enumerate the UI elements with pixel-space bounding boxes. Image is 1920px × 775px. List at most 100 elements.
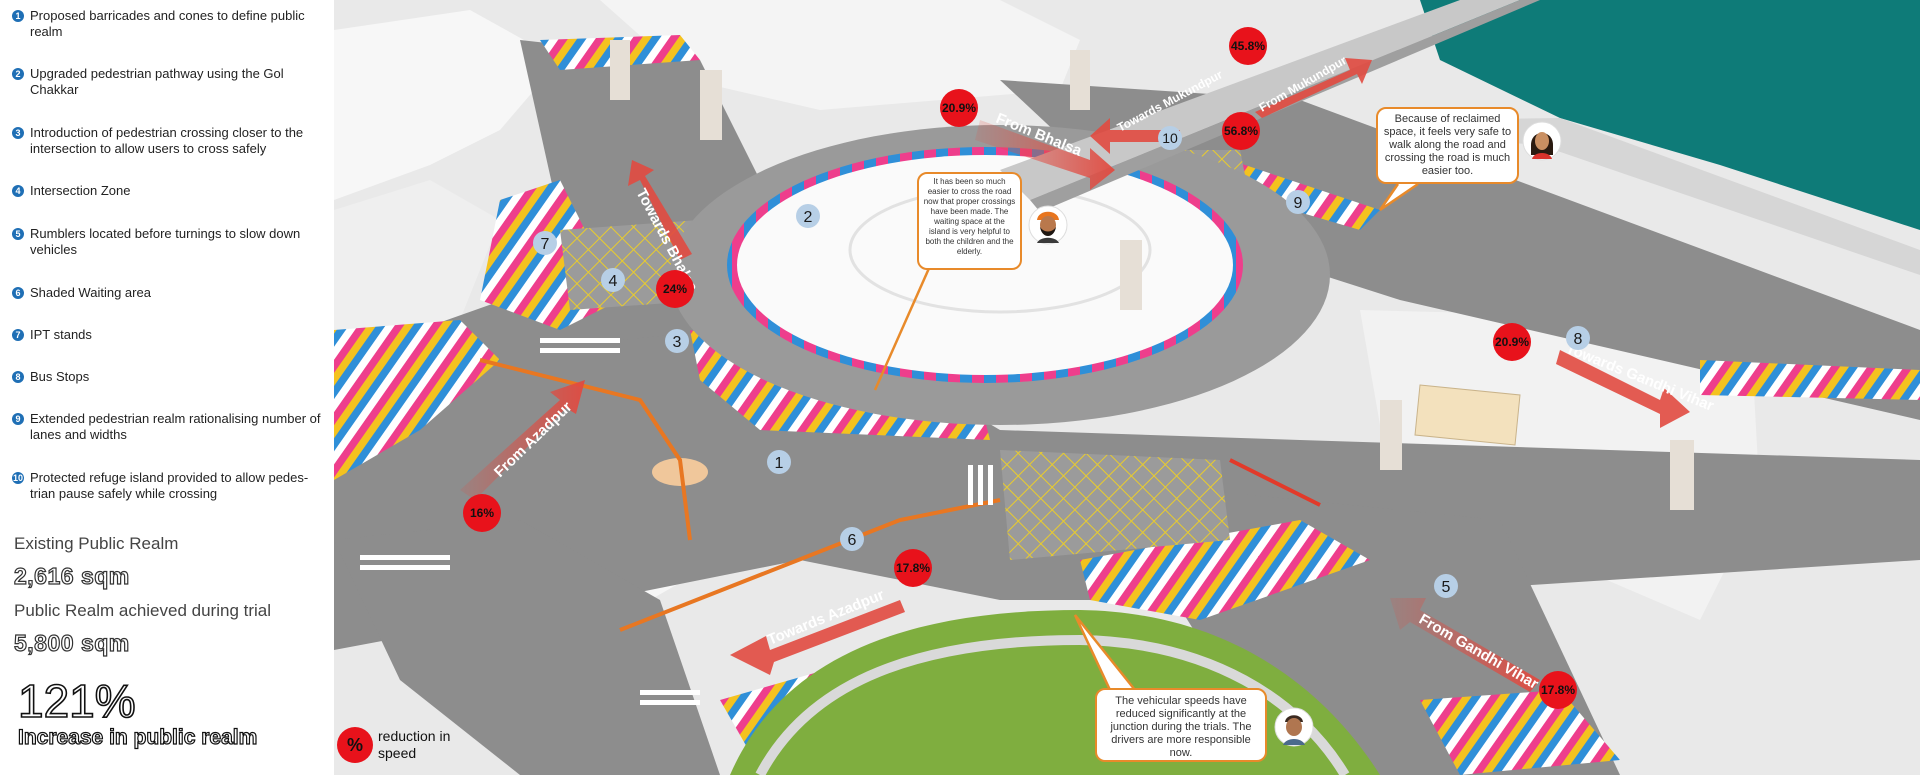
direction-arrows xyxy=(460,58,1690,692)
pillar xyxy=(610,40,630,100)
pedestrian-realm xyxy=(1080,520,1370,620)
woman-avatar-icon xyxy=(1522,121,1562,161)
feature-marker-label: 9 xyxy=(1294,195,1303,212)
feature-marker xyxy=(601,268,625,292)
achieved-public-realm-label: Public Realm achieved during trial xyxy=(14,601,272,620)
speed-marker-label: 17.8% xyxy=(1541,683,1575,697)
arrow-towards-gandhi-vihar xyxy=(1556,350,1690,428)
speed-reduction-key-label: reduction in speed xyxy=(378,728,451,761)
junction-illustration: From Bhalsa Towards Mukundpur From Mukun… xyxy=(334,0,1920,775)
building-block xyxy=(334,10,560,200)
feature-marker-label: 3 xyxy=(673,334,682,351)
intersection-zone xyxy=(1000,450,1230,560)
flyover xyxy=(1000,0,1520,200)
arrow-from-bhalsa xyxy=(975,120,1115,190)
number-badge-icon: 10 xyxy=(12,472,24,484)
number-badge-icon: 7 xyxy=(12,329,24,341)
arrow-towards-azadpur xyxy=(730,600,905,675)
barricade-line xyxy=(619,498,1001,632)
legend-item: 9 Extended pedestrian realm rationalising… xyxy=(12,411,332,443)
legend-item: 7 IPT stands xyxy=(12,327,332,343)
speed-marker xyxy=(894,549,932,587)
man-avatar-icon xyxy=(1274,707,1314,747)
building-block xyxy=(334,180,500,330)
quote-bubble-woman: Because of reclaimed space, it feels ver… xyxy=(1376,107,1519,184)
achieved-public-realm-value: 5,800 sqm xyxy=(13,629,130,656)
pillar xyxy=(1070,50,1090,110)
road xyxy=(334,520,720,775)
speed-marker xyxy=(1229,27,1267,65)
feature-marker-label: 6 xyxy=(848,532,857,549)
arrow-from-azadpur xyxy=(460,380,585,500)
feature-marker-label: 4 xyxy=(609,273,618,290)
speed-marker-label: 20.9% xyxy=(1495,335,1529,349)
feature-marker-label: 10 xyxy=(1162,130,1178,146)
feature-marker xyxy=(1286,190,1310,214)
callout-pointer xyxy=(1073,614,1136,691)
legend-item-text: Extended pedestrian realm rationalising … xyxy=(30,411,321,442)
pillar xyxy=(700,70,722,140)
legend-item-text: Upgraded pedestrian pathway using the Go… xyxy=(30,66,284,97)
feature-marker xyxy=(796,204,820,228)
kiosk xyxy=(1414,384,1521,446)
feature-marker-label: 8 xyxy=(1574,331,1583,348)
callout-pointer xyxy=(1378,182,1419,212)
barricade-line xyxy=(479,358,692,541)
feature-marker xyxy=(767,450,791,474)
canal xyxy=(1420,0,1920,230)
speed-marker-label: 56.8% xyxy=(1224,124,1258,138)
legend-item-text: Introduction of pedestrian crossing clos… xyxy=(30,125,304,156)
pillar xyxy=(1380,400,1402,470)
barricade-line xyxy=(1229,458,1321,507)
arrow-from-mukundpur xyxy=(1255,58,1372,118)
speed-marker xyxy=(1222,112,1260,150)
number-badge-icon: 6 xyxy=(12,287,24,299)
legend-item-text: Rumblers located before turnings to slow… xyxy=(30,226,301,257)
number-badge-icon: 9 xyxy=(12,413,24,425)
speed-marker-label: 16% xyxy=(470,506,494,520)
feature-marker-label: 1 xyxy=(775,455,784,472)
arrow-towards-bhalsa xyxy=(628,160,692,260)
feature-marker-label: 2 xyxy=(804,209,813,226)
speed-marker xyxy=(463,494,501,532)
number-badge-icon: 8 xyxy=(12,371,24,383)
legend-item-text: Proposed barricades and cones to define … xyxy=(30,8,305,39)
zebra-crossing xyxy=(360,338,993,705)
legend-item: 3 Introduction of pedestrian crossing clo… xyxy=(12,125,332,157)
increase-percent: 121% xyxy=(17,675,136,727)
quote-bubble-man: The vehicular speeds have reduced signif… xyxy=(1095,688,1267,762)
number-badge-icon: 4 xyxy=(12,185,24,197)
existing-public-realm-value: 2,616 sqm xyxy=(13,562,130,589)
speed-marker xyxy=(940,89,978,127)
feature-marker xyxy=(533,231,557,255)
legend-item-text: Protected refuge island provided to allo… xyxy=(30,470,309,501)
feature-marker xyxy=(1158,126,1182,150)
quote-bubble-turbaned-man: It has been so much easier to cross the … xyxy=(917,172,1022,270)
feature-marker-label: 5 xyxy=(1442,579,1451,596)
feature-marker xyxy=(1566,326,1590,350)
callout-leader xyxy=(873,265,932,391)
pedestrian-realm xyxy=(1420,690,1620,775)
legend-item-text: Bus Stops xyxy=(30,369,90,384)
legend-item: 2 Upgraded pedestrian pathway using the G… xyxy=(12,66,332,98)
feature-marker xyxy=(840,527,864,551)
speed-marker xyxy=(1539,671,1577,709)
arrow-towards-mukundpur xyxy=(1090,118,1180,154)
speed-marker xyxy=(1493,323,1531,361)
existing-public-realm-label: Existing Public Realm xyxy=(14,534,179,553)
speed-marker-label: 24% xyxy=(663,282,687,296)
feature-marker xyxy=(1434,574,1458,598)
legend-item: 10 Protected refuge island provided to al… xyxy=(12,470,332,502)
speed-marker-label: 17.8% xyxy=(896,561,930,575)
feature-marker xyxy=(665,329,689,353)
speed-marker-label: 45.8% xyxy=(1231,39,1265,53)
legend-item-text: IPT stands xyxy=(30,327,92,342)
pedestrian-realm xyxy=(334,320,500,480)
number-badge-icon: 2 xyxy=(12,68,24,80)
number-badge-icon: 3 xyxy=(12,127,24,139)
